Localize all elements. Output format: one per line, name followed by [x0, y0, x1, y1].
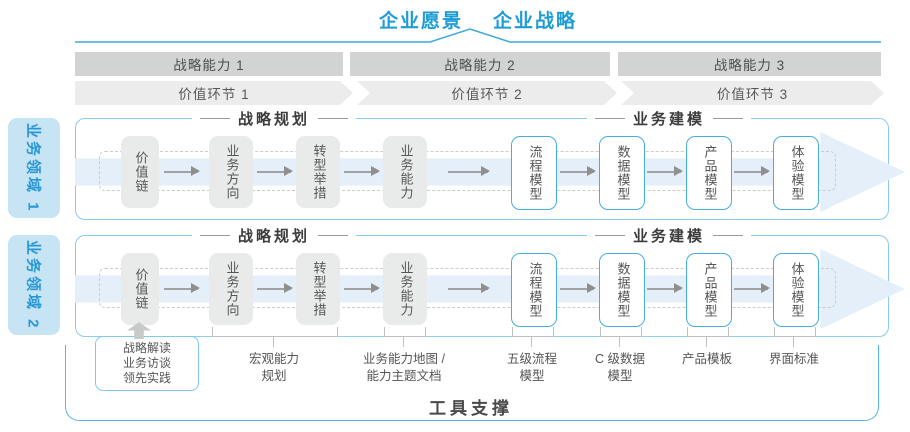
product-model-box: 产品模型 [686, 136, 732, 210]
bracket [512, 327, 554, 337]
header-dash [199, 118, 230, 119]
arrow-icon [647, 284, 683, 292]
experience-model-box: 体验模型 [773, 136, 819, 210]
business-direction-box: 业务方向 [209, 136, 253, 208]
bracket-tick [273, 336, 274, 347]
experience-model-box: 体验模型 [773, 253, 819, 327]
value-chain-segment-1: 价值环节 1 [75, 81, 353, 105]
header-dash [318, 235, 349, 236]
annotation-product-template: 产品模板 [681, 352, 733, 366]
business-direction-box: 业务方向 [209, 253, 253, 325]
domain-1-panel: 战略规划 业务建模 价值链 业务方向 转型举措 业务能力 流程模型 数据模型 产… [75, 108, 905, 220]
data-model-box: 数据模型 [599, 136, 645, 210]
strategy-input-box: 战略解读 业务访谈 领先实践 [95, 336, 199, 391]
enterprise-strategy-title: 企业战略 [493, 11, 578, 32]
top-title-row: 企业愿景 企业战略 [75, 6, 881, 33]
header-dash [713, 235, 744, 236]
business-modeling-header: 业务建模 [586, 108, 752, 129]
header-dash [594, 118, 625, 119]
arrow-icon [448, 284, 490, 292]
annotation-process-model: 五级流程 模型 [506, 352, 558, 383]
arrow-icon [257, 284, 293, 292]
bracket [774, 327, 816, 337]
value-chain-box: 价值链 [121, 136, 159, 208]
domain-2-panel: 战略规划 业务建模 价值链 业务方向 转型举措 业务能力 流程模型 数据模型 产… [75, 225, 905, 337]
capability-segment-1: 战略能力 1 [75, 52, 343, 76]
bracket-tick [793, 336, 794, 347]
header-dash [318, 118, 349, 119]
arrow-icon [734, 167, 770, 175]
title-underline-peak [75, 28, 881, 43]
annotation-data-model: C 级数据 模型 [594, 352, 646, 383]
bracket-tick [619, 336, 620, 347]
tool-support-label: 工具支撑 [429, 399, 513, 418]
strategic-planning-header: 战略规划 [191, 108, 357, 129]
arrow-icon [257, 167, 293, 175]
capability-segment-3: 战略能力 3 [618, 52, 881, 76]
bracket [600, 327, 642, 337]
header-dash [594, 235, 625, 236]
domain-2-side-label: 业务领域 2 [8, 235, 60, 335]
value-chain-box: 价值链 [121, 253, 159, 325]
data-model-box: 数据模型 [599, 253, 645, 327]
arrow-icon [164, 284, 200, 292]
header-dash [713, 118, 744, 119]
header-dash [199, 235, 230, 236]
product-model-box: 产品模型 [686, 253, 732, 327]
arrow-icon [734, 284, 770, 292]
arrow-icon [647, 167, 683, 175]
tool-support-frame [65, 345, 879, 421]
bracket-tick [706, 336, 707, 347]
arrow-icon [448, 167, 490, 175]
business-capability-box: 业务能力 [383, 136, 427, 208]
strategic-planning-header: 战略规划 [191, 225, 357, 246]
dashed-flow-strip [99, 268, 836, 308]
arrow-icon [164, 167, 200, 175]
arrow-icon [560, 284, 596, 292]
annotation-macro-capability: 宏观能力 规划 [248, 352, 300, 383]
bracket [384, 327, 426, 337]
business-modeling-header: 业务建模 [586, 225, 752, 246]
process-model-box: 流程模型 [511, 136, 557, 210]
arrow-icon [344, 284, 380, 292]
capability-segment-2: 战略能力 2 [350, 52, 610, 76]
domain-1-side-label: 业务领域 1 [8, 118, 60, 218]
annotation-capability-map: 业务能力地图 / 能力主题文档 [363, 352, 445, 383]
value-chain-segment-2: 价值环节 2 [357, 81, 617, 105]
bracket-tick [403, 336, 404, 347]
business-capability-box: 业务能力 [383, 253, 427, 325]
bracket-tick [531, 336, 532, 347]
bracket [687, 327, 729, 337]
annotation-ui-standard: 界面标准 [768, 352, 820, 366]
dashed-flow-strip [99, 151, 836, 191]
arrow-icon [560, 167, 596, 175]
bracket [212, 327, 338, 337]
transformation-initiative-box: 转型举措 [296, 253, 340, 325]
process-model-box: 流程模型 [511, 253, 557, 327]
arrow-icon [344, 167, 380, 175]
enterprise-vision-title: 企业愿景 [378, 11, 463, 32]
transformation-initiative-box: 转型举措 [296, 136, 340, 208]
value-chain-segment-3: 价值环节 3 [621, 81, 884, 105]
